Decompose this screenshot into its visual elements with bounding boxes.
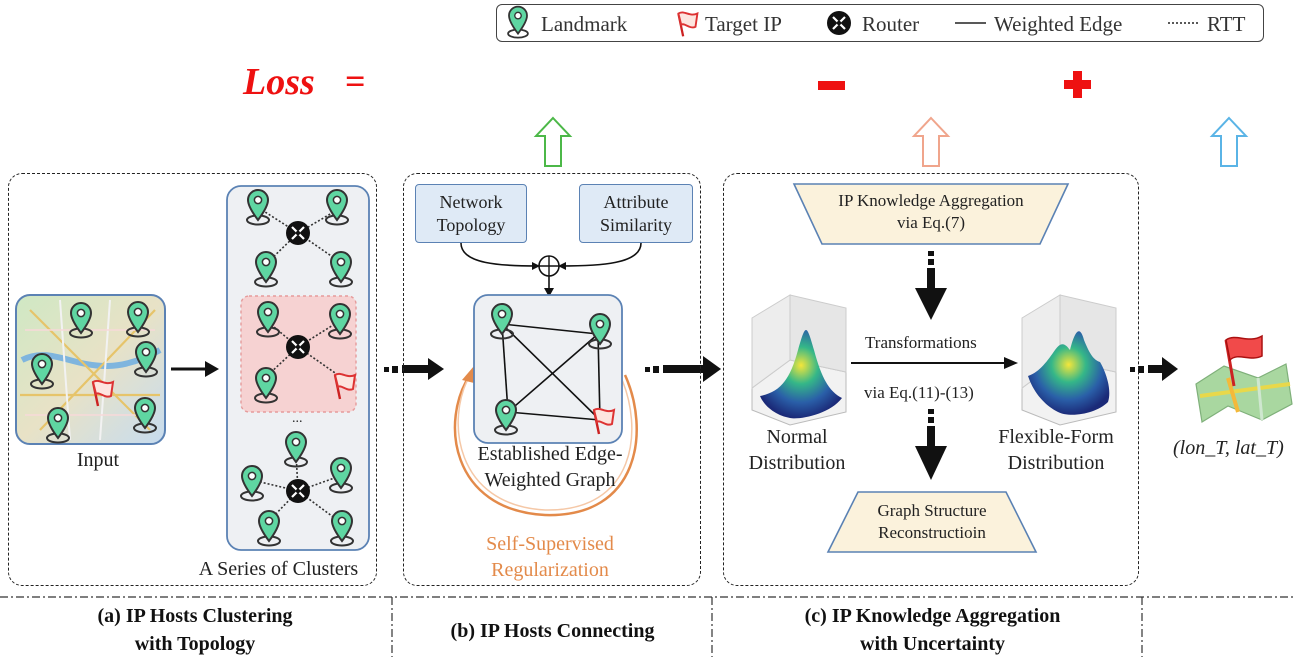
reconstruction-label: Graph Structure Reconstructioin bbox=[840, 500, 1024, 544]
output-map-icon bbox=[1195, 334, 1293, 423]
arrow-down-reconstruction bbox=[915, 409, 947, 480]
flexible-distribution-label: Flexible-Form Distribution bbox=[983, 424, 1129, 476]
loss-minus-mark bbox=[818, 81, 845, 90]
ssr-line2: Regularization bbox=[491, 559, 609, 581]
flexible-line1: Flexible-Form bbox=[998, 426, 1114, 448]
self-supervised-label: Self-Supervised Regularization bbox=[450, 531, 650, 583]
loss-plus-mark bbox=[1064, 71, 1091, 98]
loss-equals: = bbox=[345, 61, 366, 101]
arrow-c-to-output bbox=[1130, 357, 1178, 381]
legend-target-label: Target IP bbox=[705, 12, 782, 36]
aggregation-line1: IP Knowledge Aggregation bbox=[838, 191, 1024, 210]
caption-a: (a) IP Hosts Clustering with Topology bbox=[40, 602, 350, 658]
transformations-label: Transformations bbox=[865, 333, 977, 352]
legend-landmark-label: Landmark bbox=[541, 12, 628, 36]
clusters-label: A Series of Clusters bbox=[198, 558, 359, 580]
ssr-line1: Self-Supervised bbox=[486, 533, 614, 555]
self-supervised-ring bbox=[453, 374, 638, 517]
up-arrow-cyan bbox=[1209, 116, 1249, 167]
graph-label-line1: Established Edge- bbox=[477, 443, 623, 465]
attribute-similarity-line2: Similarity bbox=[600, 214, 672, 235]
caption-c: (c) IP Knowledge Aggregation with Uncert… bbox=[760, 602, 1105, 658]
network-topology-line1: Network bbox=[439, 191, 503, 212]
reconstruction-line1: Graph Structure bbox=[877, 501, 987, 520]
caption-c-line1: (c) IP Knowledge Aggregation bbox=[804, 605, 1061, 627]
normal-line1: Normal bbox=[766, 426, 828, 448]
caption-a-line2: with Topology bbox=[134, 633, 256, 655]
panel-c bbox=[723, 173, 1139, 586]
aggregation-line2: via Eq.(7) bbox=[897, 213, 965, 232]
attribute-similarity-line1: Attribute bbox=[603, 191, 669, 212]
legend-router-label: Router bbox=[862, 12, 920, 36]
normal-distribution-plot bbox=[751, 294, 847, 426]
reconstruction-trapezoid bbox=[826, 491, 1038, 553]
arrow-a-to-b bbox=[384, 358, 444, 380]
reconstruction-line2: Reconstructioin bbox=[878, 523, 986, 542]
normal-line2: Distribution bbox=[748, 452, 846, 474]
legend-box: Landmark Target IP Router Weighted Edge … bbox=[496, 4, 1264, 42]
aggregation-trapezoid bbox=[792, 183, 1070, 245]
flexible-distribution-plot bbox=[1021, 294, 1117, 426]
legend-rtt-label: RTT bbox=[1207, 12, 1246, 36]
input-label: Input bbox=[76, 449, 120, 471]
graph-label-line2: Weighted Graph bbox=[484, 469, 616, 491]
cluster-ellipsis: ... bbox=[292, 411, 303, 426]
graph-label: Established Edge- Weighted Graph bbox=[440, 441, 660, 493]
flexible-line2: Distribution bbox=[1007, 452, 1105, 474]
network-topology-line2: Topology bbox=[436, 214, 506, 235]
via-eq-label: via Eq.(11)-(13) bbox=[864, 383, 974, 402]
output-estimate-label: (lon_T, lat_T) bbox=[1173, 437, 1284, 459]
up-arrow-salmon bbox=[911, 116, 951, 167]
caption-c-line2: with Uncertainty bbox=[860, 633, 1005, 655]
up-arrow-green bbox=[533, 116, 573, 167]
panel-b bbox=[403, 173, 701, 586]
caption-b: (b) IP Hosts Connecting bbox=[450, 620, 655, 642]
panel-a bbox=[8, 173, 377, 586]
arrow-b-to-c bbox=[645, 356, 721, 382]
normal-distribution-label: Normal Distribution bbox=[732, 424, 862, 476]
legend-weighted-edge-label: Weighted Edge bbox=[994, 12, 1123, 36]
arrow-down-aggregation bbox=[915, 251, 947, 320]
loss-label: Loss bbox=[243, 61, 315, 103]
caption-a-line1: (a) IP Hosts Clustering bbox=[97, 605, 293, 627]
aggregation-label: IP Knowledge Aggregation via Eq.(7) bbox=[810, 190, 1052, 234]
